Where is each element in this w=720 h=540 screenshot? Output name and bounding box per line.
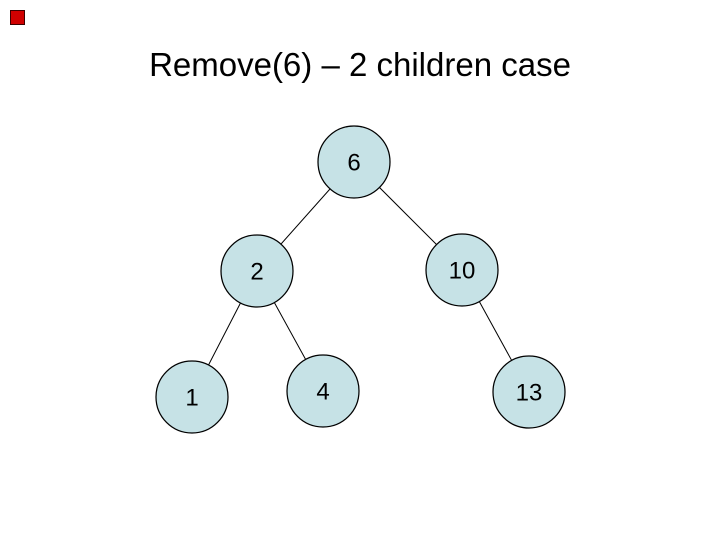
tree-node-label-4: 4 [316, 379, 329, 406]
tree-node-2: 2 [220, 234, 294, 308]
slide-title: Remove(6) – 2 children case [149, 46, 571, 83]
tree-node-circle-1 [155, 360, 229, 434]
tree-node-13: 13 [492, 355, 566, 429]
tree-node-10: 10 [425, 233, 499, 307]
tree-node-label-1: 1 [185, 385, 198, 412]
tree-node-6: 6 [317, 125, 391, 199]
tree-node-circle-13 [492, 355, 566, 429]
tree-node-circle-6 [317, 125, 391, 199]
tree-node-circle-2 [220, 234, 294, 308]
tree-node-label-2: 2 [250, 259, 263, 286]
tree-node-circle-4 [286, 354, 360, 428]
red-square-marker [10, 10, 25, 25]
tree-node-4: 4 [286, 354, 360, 428]
tree-node-label-10: 10 [449, 258, 476, 285]
tree-node-label-13: 13 [516, 380, 543, 407]
tree-node-1: 1 [155, 360, 229, 434]
tree-node-circle-10 [425, 233, 499, 307]
tree-node-label-6: 6 [347, 150, 360, 177]
